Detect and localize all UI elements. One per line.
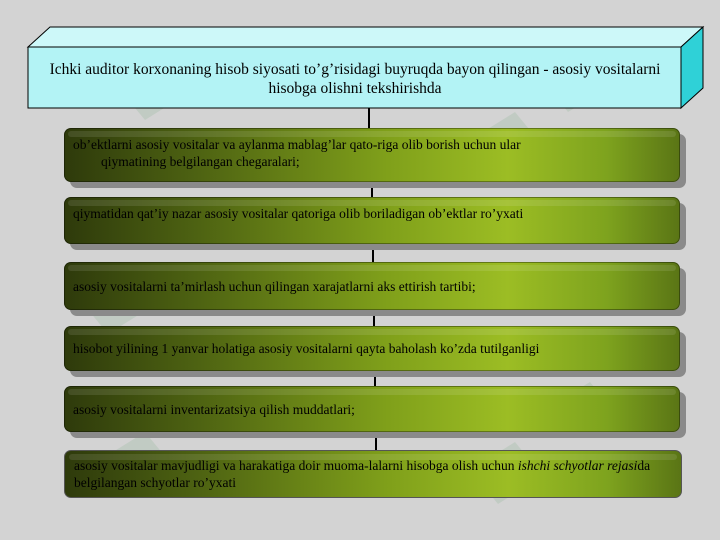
header-title: Ichki auditor korxonaning hisob siyosati… (49, 61, 661, 97)
criteria-item-3: asosiy vositalarni ta’mirlash uchun qili… (64, 262, 680, 310)
connector-line (371, 182, 373, 197)
criteria-item-2: qiymatidan qat’iy nazar asosiy vositalar… (64, 197, 680, 244)
criteria-item-text: hisobot yilining 1 yanvar holatiga asosi… (73, 341, 540, 356)
header-box-shape (26, 25, 705, 110)
criteria-item-text: asosiy vositalarni ta’mirlash uchun qili… (73, 278, 476, 294)
criteria-item-4: hisobot yilining 1 yanvar holatiga asosi… (64, 326, 680, 371)
connector-line (374, 371, 376, 386)
criteria-item-line: qiymatining belgilangan chegaralari; (101, 154, 300, 169)
criteria-item-text-part: asosiy vositalar mavjudligi va harakatig… (74, 458, 518, 473)
header-box: Ichki auditor korxonaning hisob siyosati… (0, 0, 720, 120)
criteria-item-1: ob’ektlarni asosiy vositalar va aylanma … (64, 128, 680, 182)
connector-line (375, 432, 377, 450)
criteria-item-text: asosiy vositalar mavjudligi va harakatig… (74, 451, 669, 497)
criteria-item-text: qiymatidan qat’iy nazar asosiy vositalar… (73, 206, 524, 221)
criteria-item-text-italic: ishchi schyotlar rejasi (517, 458, 638, 473)
criteria-item-text-part: da belgilangan schyotlar ro’yxati (74, 458, 651, 490)
criteria-item-line: ob’ektlarni asosiy vositalar va aylanma … (73, 137, 521, 152)
connector-line (368, 108, 370, 128)
criteria-item-text: asosiy vositalarni inventarizatsiya qili… (73, 401, 355, 417)
criteria-item-text: ob’ektlarni asosiy vositalar va aylanma … (73, 128, 668, 182)
connector-line (372, 244, 374, 262)
criteria-item-5: asosiy vositalarni inventarizatsiya qili… (64, 386, 680, 432)
criteria-item-6: asosiy vositalar mavjudligi va harakatig… (64, 450, 682, 498)
connector-line (373, 310, 375, 326)
